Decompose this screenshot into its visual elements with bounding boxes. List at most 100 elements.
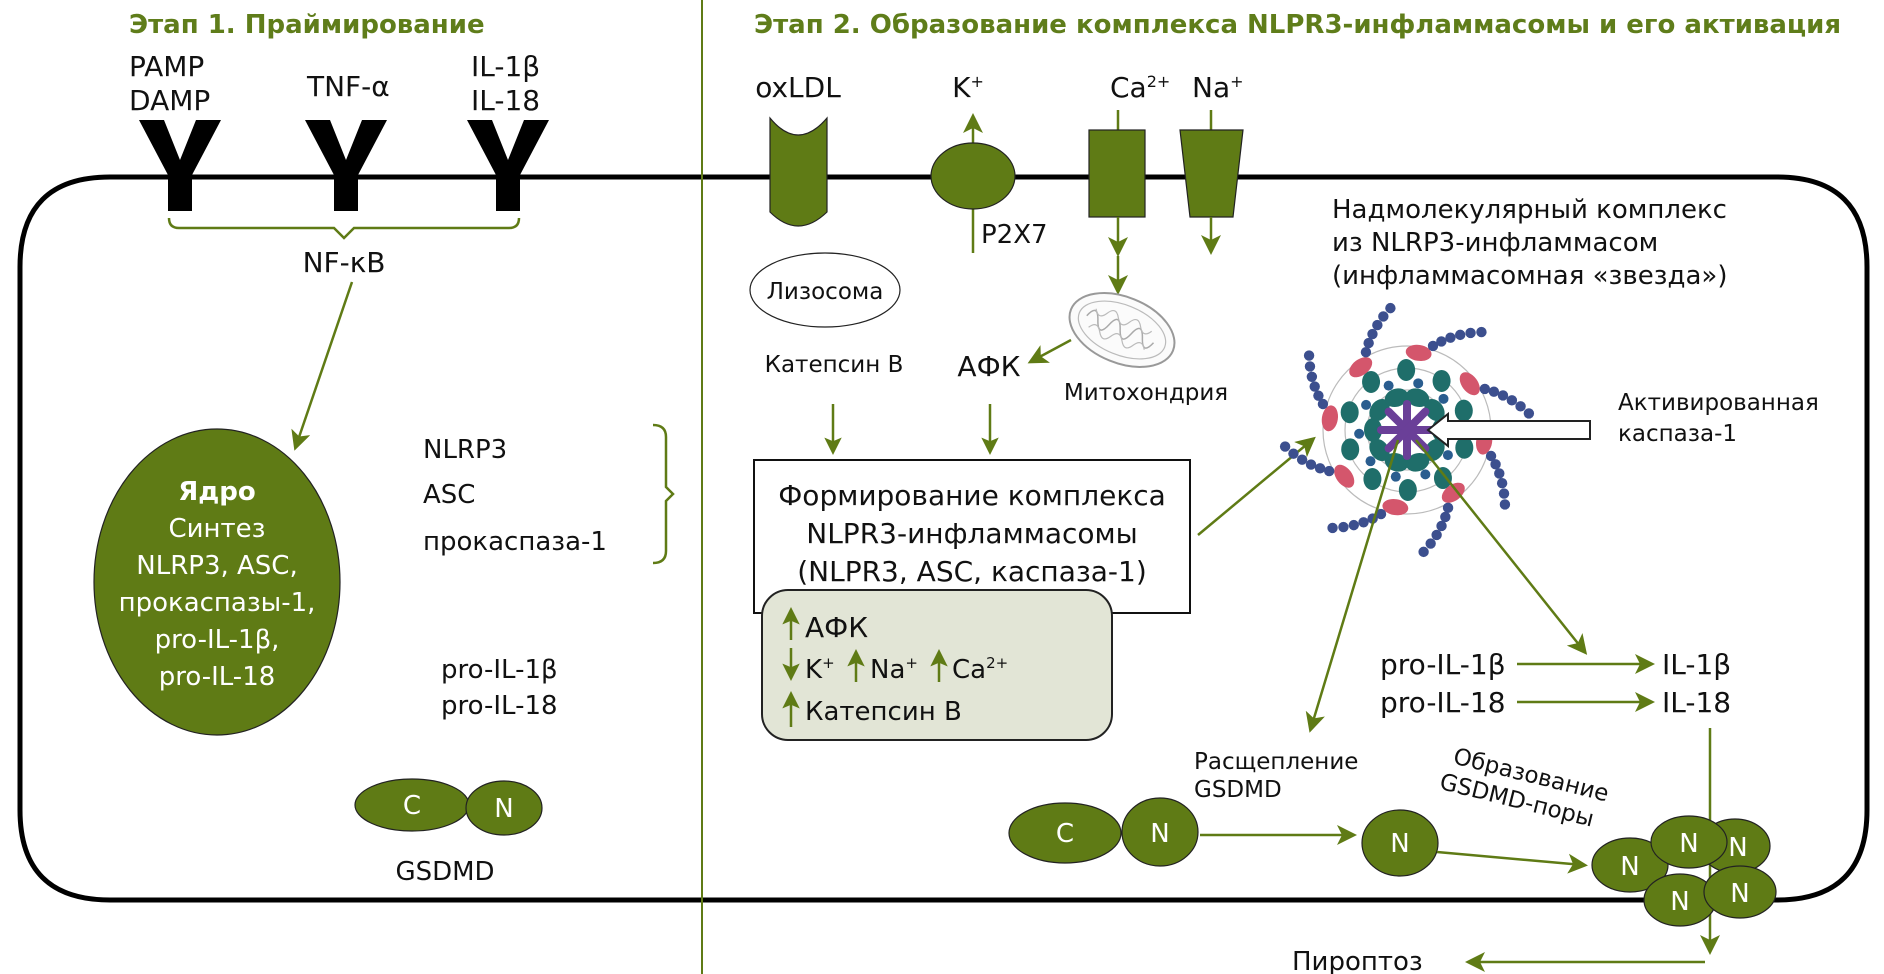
star-bead — [1497, 390, 1509, 401]
star-bead — [1296, 454, 1308, 465]
star-bead — [1498, 488, 1510, 499]
star-nlrp3-domain — [1455, 436, 1474, 459]
star-bead — [1363, 337, 1374, 349]
na-ion-label: Na+ — [1192, 71, 1244, 104]
star-asc-bead — [1438, 393, 1449, 404]
star-nlrp3-domain — [1424, 398, 1445, 422]
star-bead — [1303, 350, 1315, 361]
complex-formation-box — [753, 459, 1191, 614]
star-nlrp3-domain — [1433, 467, 1452, 490]
star-bead — [1385, 302, 1396, 314]
nucleus-line-1: Синтез — [168, 514, 265, 544]
star-nlrp3-domain — [1341, 438, 1360, 461]
star-nlrp3-domain — [1398, 478, 1417, 501]
receptor-tnf-icon — [305, 120, 387, 211]
star-asc-bead — [1383, 380, 1394, 391]
component-asc: ASC — [423, 480, 475, 510]
nfkb-label: NF-κB — [303, 246, 386, 279]
star-bead — [1431, 529, 1442, 541]
star-bead — [1506, 395, 1518, 406]
star-bead — [1360, 346, 1372, 358]
star-pink-domain — [1405, 344, 1432, 362]
star-bead — [1488, 386, 1500, 397]
star-asc-bead — [1361, 399, 1372, 410]
star-bead — [1442, 502, 1454, 514]
ca-channel-icon — [1088, 129, 1146, 218]
supramolecular-line-1: Надмолекулярный комплекс — [1332, 195, 1727, 225]
stage1-title: Этап 1. Праймирование — [129, 10, 485, 40]
pore-formation-arrow — [1436, 850, 1588, 874]
star-asc-bead — [1420, 469, 1431, 480]
star-asc-bead — [1413, 378, 1424, 389]
pyroptosis-label: Пироптоз — [1292, 947, 1423, 974]
gsdmd-protein: C N — [354, 778, 543, 836]
receptor-il-icon — [467, 120, 549, 211]
star-to-cytokine-arrow — [1415, 439, 1588, 655]
star-bead — [1523, 408, 1535, 419]
activated-caspase-arm — [1384, 407, 1430, 453]
star-pink-domain — [1349, 357, 1373, 378]
star-bead — [1372, 319, 1383, 331]
star-bead — [1338, 521, 1349, 533]
complex-line-3: (NLPR3, ASC, каспаза-1) — [797, 555, 1147, 588]
star-nlrp3-domain — [1384, 388, 1409, 407]
gsdmd-n-fragment: N — [1361, 809, 1439, 877]
activated-caspase-line-2: каспаза-1 — [1618, 421, 1737, 447]
stage2-title: Этап 2. Образование комплекса NLPR3-инфл… — [754, 10, 1841, 40]
star-pink-domain — [1382, 498, 1409, 516]
na-channel-icon — [1179, 129, 1244, 218]
star-bead — [1288, 448, 1299, 459]
star-bead — [1358, 517, 1369, 528]
p2x7-channel-icon — [930, 142, 1016, 210]
star-bead — [1348, 519, 1359, 531]
star-asc-bead — [1390, 471, 1401, 482]
component-procaspase: прокаспаза-1 — [423, 527, 607, 557]
nfkb-to-nucleus-arrow — [291, 281, 354, 451]
complex-line-1: Формирование комплекса — [778, 479, 1166, 512]
oxldl-label: oxLDL — [755, 71, 841, 104]
star-pink-domain — [1334, 464, 1355, 488]
star-bead — [1485, 450, 1497, 462]
star-bead — [1313, 390, 1324, 401]
star-bead — [1317, 398, 1329, 410]
star-nlrp3-domain — [1363, 468, 1382, 491]
pore-n-3: N — [1728, 833, 1747, 863]
ligand-il18: IL-18 — [471, 84, 540, 117]
star-bead — [1305, 459, 1317, 470]
complex-line-2: NLPR3-инфламмасомы — [806, 517, 1137, 550]
nucleus — [93, 428, 341, 736]
star-bead — [1425, 538, 1436, 549]
star-nlrp3-domain — [1405, 453, 1430, 472]
gsdmd-name: GSDMD — [395, 857, 494, 887]
nucleus-line-2: NLRP3, ASC, — [136, 551, 297, 581]
star-bead — [1314, 463, 1326, 474]
nucleus-line-4: pro-IL-1β, — [155, 625, 280, 655]
star-nlrp3-domain — [1369, 398, 1390, 422]
mitochondria-label: Митохондрия — [1064, 380, 1228, 406]
gsdmd-c-label: C — [403, 791, 421, 821]
star-bead — [1375, 508, 1387, 520]
supramolecular-line-2: из NLRP3-инфламмасом — [1332, 228, 1658, 258]
summary-cathepsin: Катепсин B — [805, 697, 962, 727]
pore-n-4: N — [1670, 887, 1689, 917]
star-bead — [1494, 468, 1505, 479]
ligand-damp: DAMP — [129, 84, 210, 117]
summary-ca: Ca2+ — [952, 654, 1008, 685]
star-pink-domain — [1321, 405, 1339, 432]
activated-caspase-pointer-icon — [1426, 411, 1591, 449]
lysosome — [749, 252, 901, 328]
summary-row-cathepsin: Катепсин B — [782, 691, 962, 727]
star-asc-bead — [1365, 456, 1376, 467]
k-ion-label: K+ — [952, 71, 984, 104]
star-bead — [1499, 499, 1511, 510]
n-fragment-label: N — [1390, 829, 1409, 859]
star-bead — [1418, 546, 1429, 558]
summary-na: Na+ — [870, 654, 918, 685]
receptor-pamp-icon — [139, 120, 221, 211]
star-bead — [1323, 465, 1335, 477]
star-bead — [1436, 520, 1447, 532]
star-bead — [1327, 522, 1338, 534]
pro-il1b-stage2: pro-IL-1β — [1380, 648, 1506, 681]
star-bead — [1515, 401, 1526, 412]
star-bead — [1455, 329, 1466, 341]
